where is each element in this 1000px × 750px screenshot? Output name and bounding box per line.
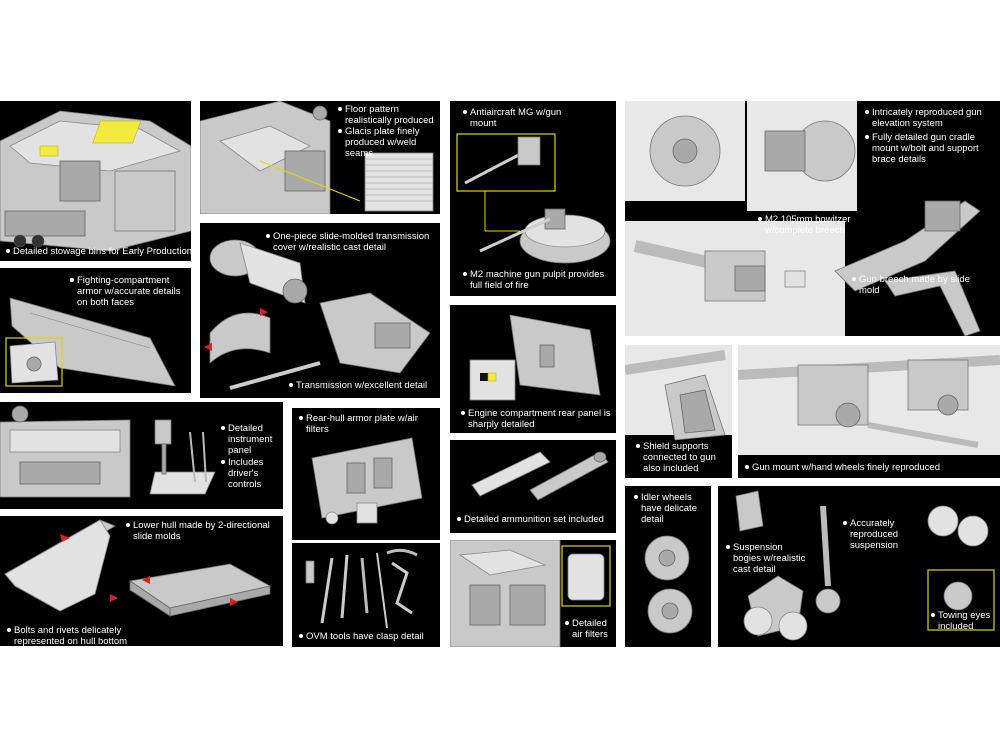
panel-ovm: OVM tools have clasp detail (292, 543, 440, 647)
caption-idler: Idler wheels have delicate detail (634, 492, 711, 525)
caption-ammo: Detailed ammunition set included (457, 514, 616, 525)
panel-shield: Shield supports connected to gun also in… (625, 345, 732, 478)
caption-air-filters: Detailed air filters (565, 618, 616, 640)
caption-gun-elev: Intricately reproduced gun elevation sys… (865, 107, 998, 129)
suspension-illustration (735, 490, 995, 641)
panel-stowage-bins: Detailed stowage bins for Early Producti… (0, 101, 191, 261)
air-filters-illustration (450, 540, 611, 647)
panel-howitzer: Intricately reproduced gun elevation sys… (625, 101, 1000, 336)
panel-lower-hull: Lower hull made by 2-directional slide m… (0, 516, 283, 646)
gun-mount-illustration (738, 345, 1000, 455)
caption-stowage: Detailed stowage bins for Early Producti… (6, 246, 191, 257)
instrument-illustration (0, 405, 216, 498)
panel-idler: Idler wheels have delicate detail (625, 486, 711, 647)
caption-fighting-armor: Fighting-compartment armor w/accurate de… (70, 275, 187, 308)
caption-rear-hull: Rear-hull armor plate w/air filters (299, 413, 436, 435)
shield-illustration (625, 345, 732, 441)
panel-fighting-armor: Fighting-compartment armor w/accurate de… (0, 268, 191, 393)
rear-hull-illustration (311, 437, 423, 525)
caption-transmission-cover: One-piece slide-molded transmission cove… (266, 231, 436, 253)
caption-bolts: Bolts and rivets delicately represented … (7, 625, 164, 646)
caption-gun-cradle: Fully detailed gun cradle mount w/bolt a… (865, 132, 998, 165)
panel-engine-rear: Engine compartment rear panel is sharply… (450, 305, 616, 433)
caption-lower-hull: Lower hull made by 2-directional slide m… (126, 520, 281, 542)
ovm-tools-illustration (305, 548, 418, 629)
caption-suspension-bogies: Suspension bogies w/realistic cast detai… (726, 542, 813, 575)
caption-instrument: Detailed instrument panel (221, 423, 280, 456)
floor-glacis-illustration (200, 101, 434, 214)
mg-pulpit-illustration (456, 133, 611, 264)
caption-gun-breech: Gun breech made by slide mold (852, 274, 979, 296)
caption-aa-mg: Antiaircraft MG w/gun mount (463, 107, 570, 129)
caption-transmission: Transmission w/excellent detail (289, 380, 438, 391)
fighting-armor-illustration (5, 297, 176, 387)
panel-ammo: Detailed ammunition set included (450, 440, 616, 533)
engine-rear-illustration (469, 314, 601, 401)
howitzer-illustration (625, 101, 981, 336)
panel-transmission: One-piece slide-molded transmission cove… (200, 223, 440, 398)
panel-mg-pulpit: Antiaircraft MG w/gun mount M2 machine g… (450, 101, 616, 296)
stowage-bins-illustration (0, 110, 191, 252)
caption-accurate-susp: Accurately reproduced suspension (843, 518, 940, 551)
lower-hull-illustration (4, 519, 272, 617)
caption-m2-howitzer: M2 105mm howitzer w/complete breech (758, 214, 885, 236)
ammo-illustration (471, 451, 609, 501)
panel-gun-mount: Gun mount w/hand wheels finely reproduce… (738, 345, 1000, 478)
idler-wheels-illustration (644, 535, 693, 634)
caption-driver-controls: Includes driver's controls (221, 457, 282, 490)
caption-glacis: Glacis plate finely produced w/weld seam… (338, 126, 440, 159)
caption-mg-pulpit: M2 machine gun pulpit provides full fiel… (463, 269, 615, 291)
panel-instrument: Detailed instrument panel Includes drive… (0, 402, 283, 509)
panel-floor-glacis: Floor pattern realistically produced Gla… (200, 101, 440, 214)
transmission-illustration (204, 239, 431, 390)
panel-rear-hull: Rear-hull armor plate w/air filters (292, 408, 440, 540)
caption-ovm: OVM tools have clasp detail (299, 631, 440, 642)
panel-suspension: Suspension bogies w/realistic cast detai… (718, 486, 1000, 647)
caption-shield: Shield supports connected to gun also in… (636, 441, 732, 474)
caption-floor: Floor pattern realistically produced (338, 104, 440, 126)
caption-engine-rear: Engine compartment rear panel is sharply… (461, 408, 616, 430)
caption-towing: Towing eyes included (931, 610, 998, 632)
panel-air-filters: Detailed air filters (450, 540, 616, 647)
caption-gun-mount: Gun mount w/hand wheels finely reproduce… (745, 462, 1000, 473)
